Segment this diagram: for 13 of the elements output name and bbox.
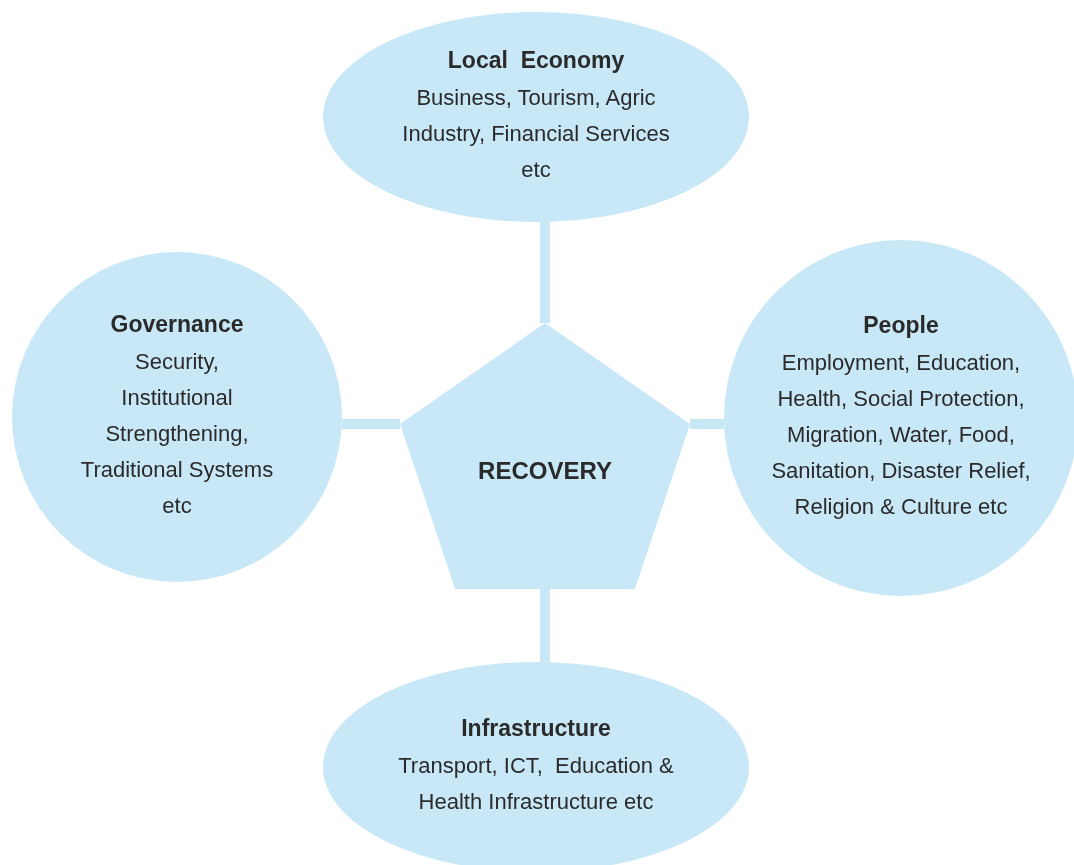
node-description: Security, Institutional Strengthening, Traditional Systems etc xyxy=(79,347,275,520)
node-heading: Local Economy xyxy=(447,46,625,74)
node-description: Transport, ICT, Education & Health Infrastructure etc xyxy=(397,751,675,816)
connector-line xyxy=(540,222,550,323)
node-heading: Infrastructure xyxy=(461,714,611,742)
connector-line xyxy=(690,419,725,430)
node-heading: People xyxy=(863,311,939,339)
node-description: Business, Tourism, Agric Industry, Financial Services etc xyxy=(401,83,671,184)
node-heading: RECOVERY xyxy=(478,457,612,485)
connector-line xyxy=(540,589,550,662)
connector-line xyxy=(341,419,400,430)
node-description: Employment, Education, Health, Social Protection, Migration, Water, Food, Sanitation, Disaster Relief, Religion & Culture etc xyxy=(770,348,1032,521)
node-heading: Governance xyxy=(110,310,244,338)
